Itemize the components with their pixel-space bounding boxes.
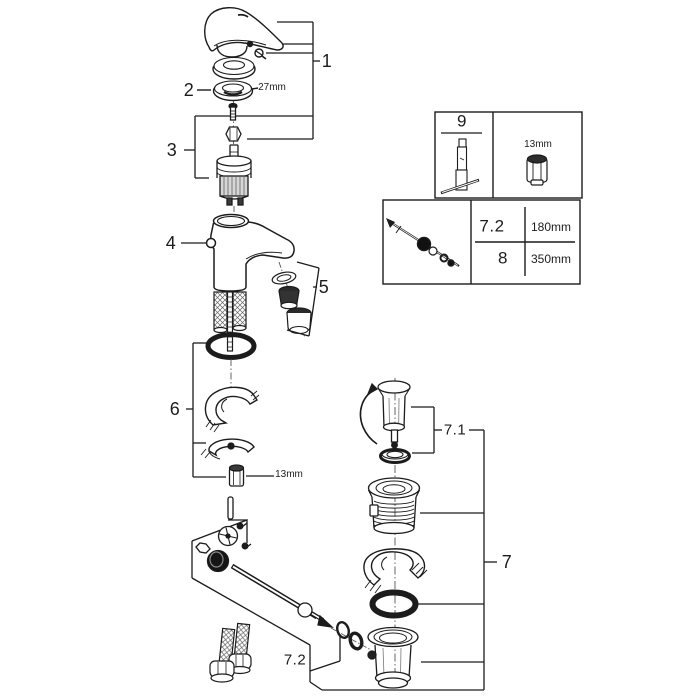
ref-table-ref-2: 8 [498,248,508,268]
ref-tool-nut-size: 13mm [524,139,552,150]
rod-thumbnail-icon [386,218,460,267]
ref-tool-number: 9 [457,111,467,131]
mounting-tool-icon [440,138,480,195]
supply-hoses [209,622,252,683]
handle-lever [204,7,284,60]
callout-5: 5 [318,277,330,297]
callout-4: 4 [165,233,177,253]
ref-table-ref-1: 7.2 [479,216,505,236]
faucet-body [181,213,295,292]
callout-3: 3 [166,140,178,160]
popup-rod-assembly [191,496,484,691]
ref-table-length-2: 350mm [530,252,572,266]
drain-assembly [359,378,497,690]
callout-6: 6 [169,399,181,419]
aerator-assembly [271,261,320,339]
dim-13mm: 13mm [275,469,303,480]
callout-7-2: 7.2 [283,651,307,669]
callout-7-1: 7.1 [443,421,467,439]
callout-7: 7 [501,552,513,572]
escutcheon-ring [212,56,256,80]
callout-1: 1 [321,51,333,71]
ref-table-length-1: 180mm [530,220,572,234]
supply-hose-tails [213,291,247,352]
reference-panel [382,111,583,285]
nut-13mm-icon [526,154,548,186]
dim-27mm: 27mm [258,82,286,93]
mounting-kit [186,332,274,487]
retaining-ring-27mm [197,80,259,102]
cartridge-assembly [216,102,252,206]
callout-2: 2 [183,80,195,100]
